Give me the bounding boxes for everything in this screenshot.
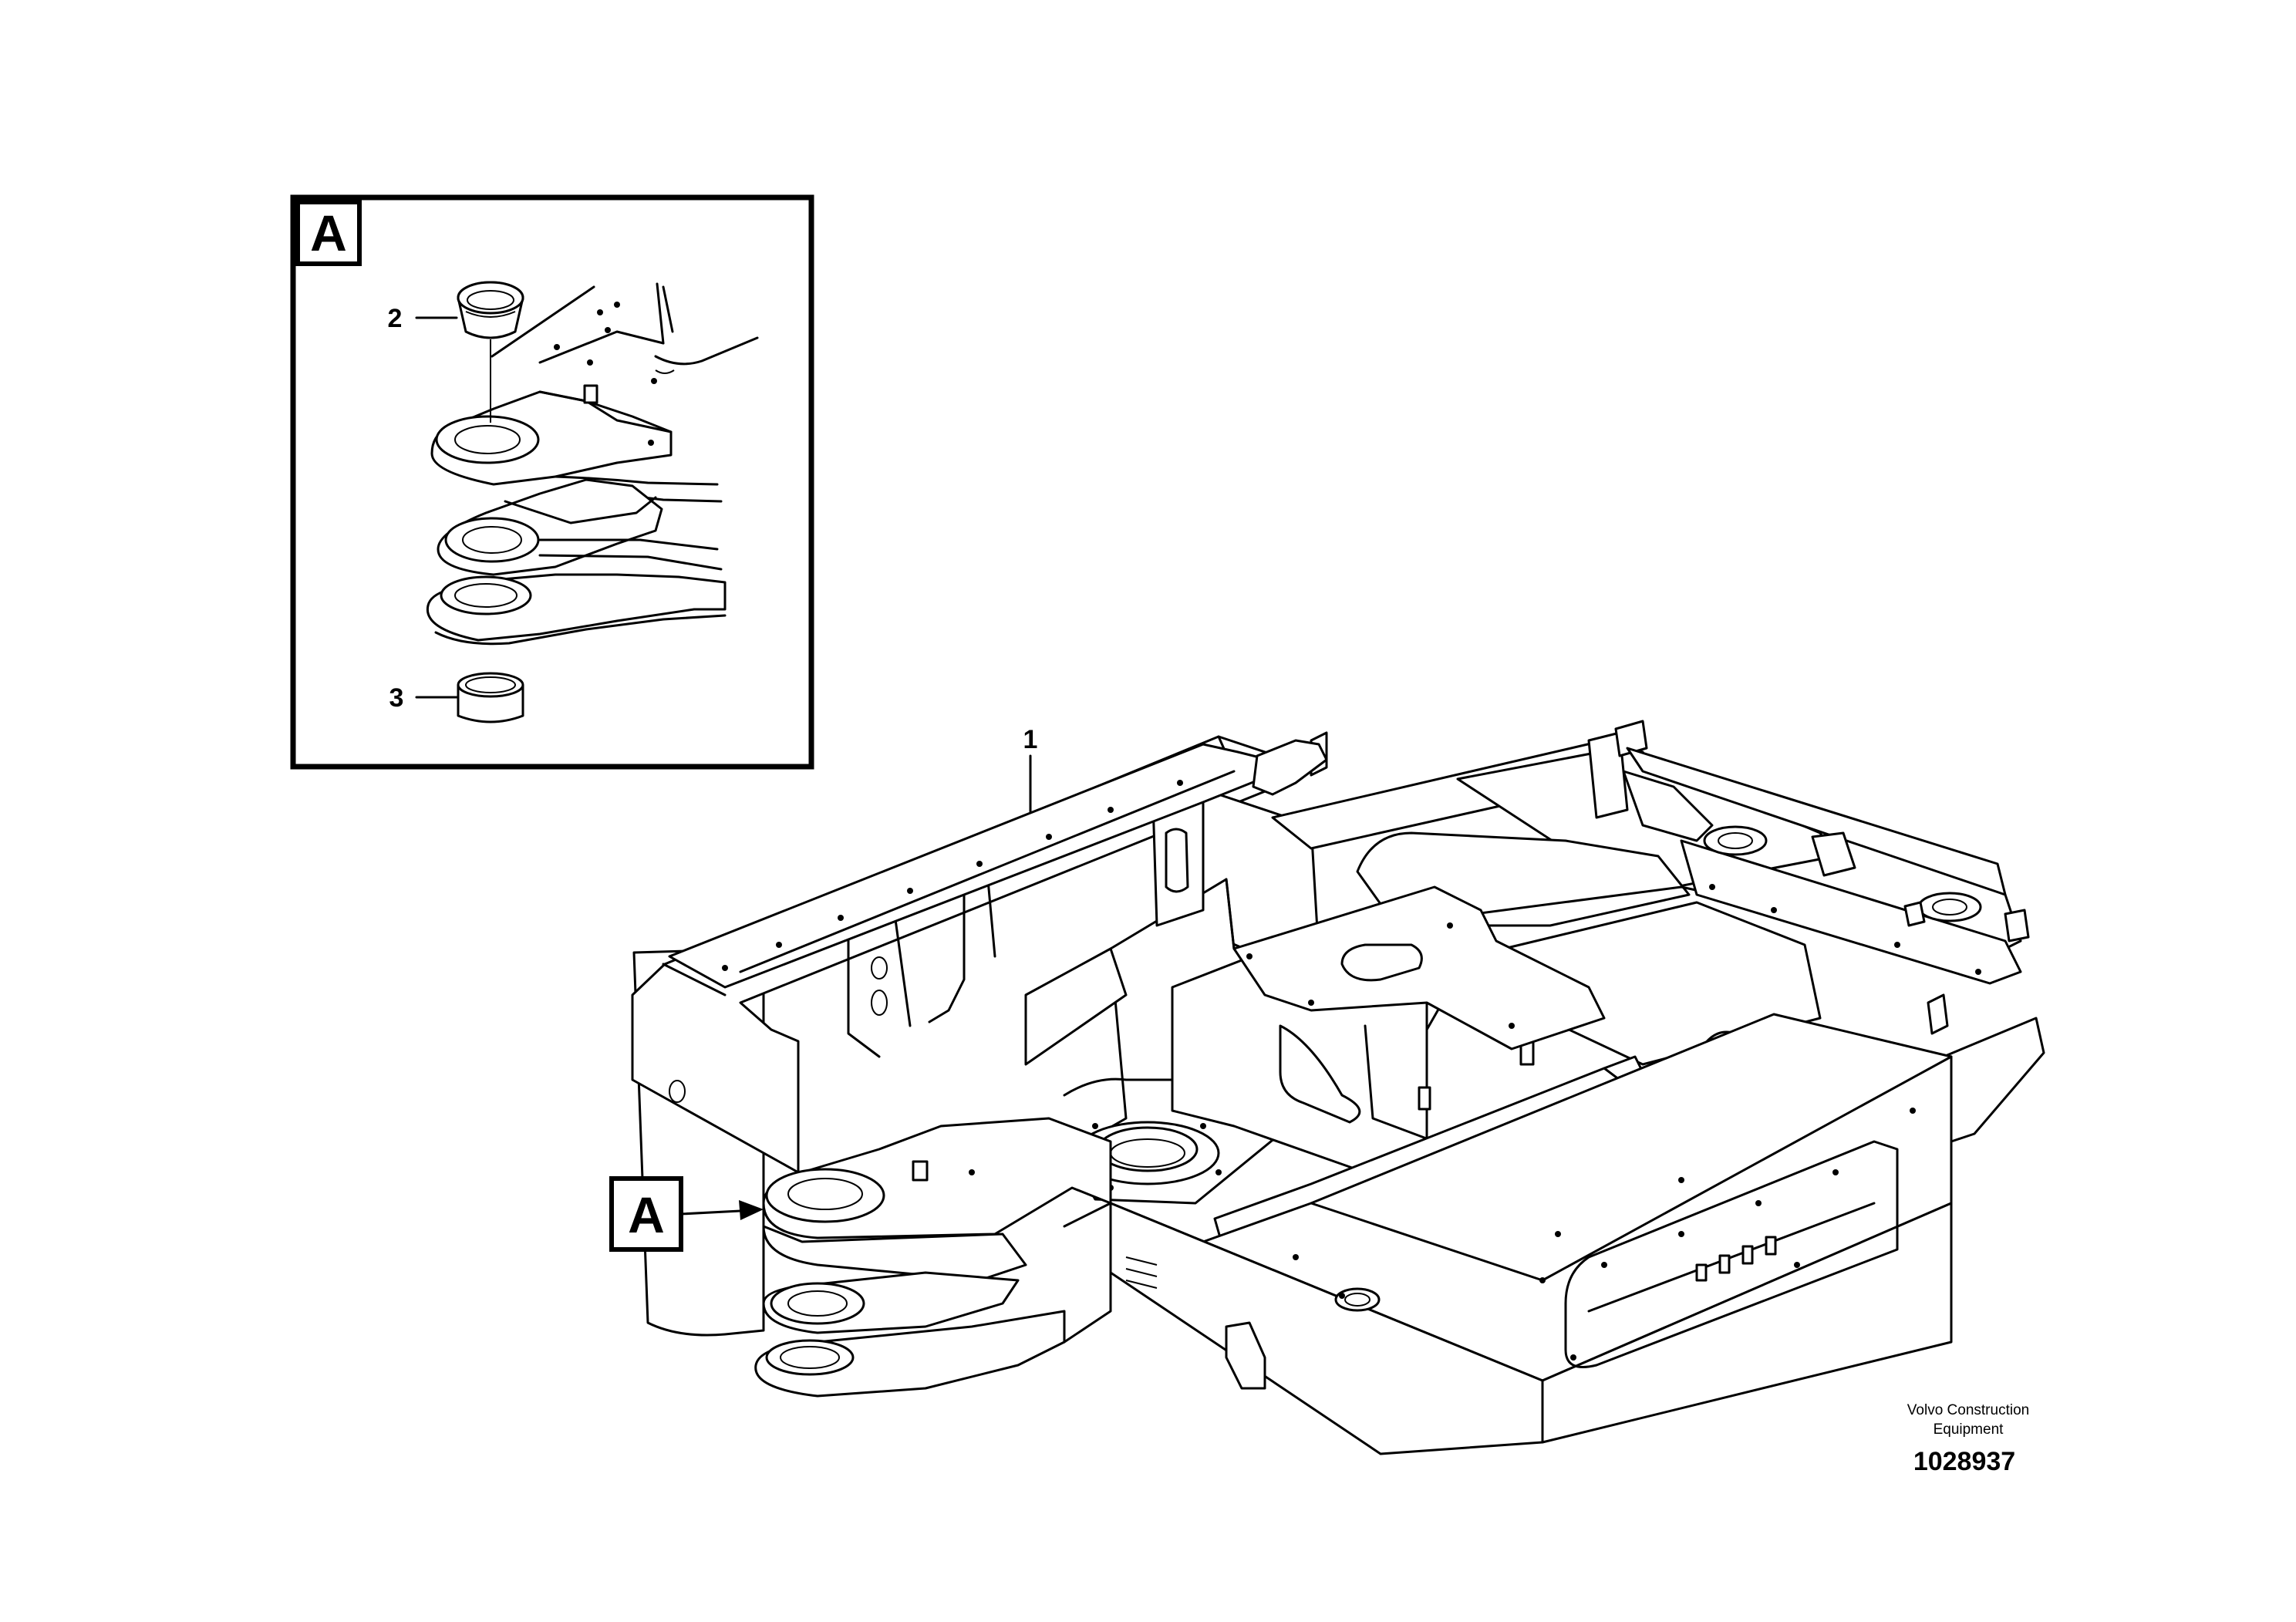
detail-view-a: A <box>290 194 814 770</box>
main-ref-arrow-line <box>679 1209 742 1216</box>
manufacturer-line1: Volvo Construction <box>1907 1402 2029 1418</box>
callout-3[interactable]: 3 <box>389 683 458 713</box>
frame-boom-lugs <box>754 1117 1112 1398</box>
manufacturer-line2: Equipment <box>1934 1421 2004 1438</box>
callout-3-number: 3 <box>389 683 404 713</box>
callout-1-number: 1 <box>1023 725 1038 754</box>
detail-ref-box: A <box>295 200 362 266</box>
main-ref-pointer[interactable]: A <box>609 1176 764 1252</box>
main-ref-letter: A <box>628 1186 665 1243</box>
frame-right-tail <box>1927 993 2045 1143</box>
upper-frame-drawing: 1 A <box>609 720 2045 1455</box>
callout-2[interactable]: 2 <box>388 304 458 333</box>
main-ref-arrow-head <box>739 1200 764 1220</box>
frame-right-mounting-bar <box>1680 825 2030 985</box>
bushing-top-drawing <box>457 281 524 339</box>
callout-2-number: 2 <box>388 304 403 333</box>
detail-middle-lug <box>437 478 723 576</box>
callout-1[interactable]: 1 <box>1023 725 1038 813</box>
bushing-bottom-drawing <box>457 672 524 723</box>
frame-top-left-rail <box>668 739 1328 989</box>
detail-upper-lug <box>430 384 723 503</box>
detail-frame-linework <box>491 282 759 384</box>
title-block: Volvo Construction Equipment 1028937 <box>1907 1402 2029 1476</box>
detail-frame <box>290 194 814 770</box>
illustration-number: 1028937 <box>1913 1447 2015 1476</box>
frame-top-plate <box>1232 885 1606 1050</box>
frame-front-right-box <box>1109 1013 1953 1455</box>
detail-ref-letter: A <box>310 204 347 261</box>
detail-lower-lug <box>426 573 727 646</box>
